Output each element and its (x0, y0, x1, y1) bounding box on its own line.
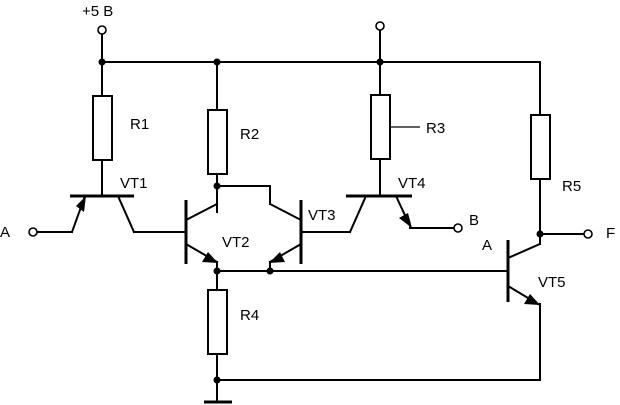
label-vt5: VT5 (538, 274, 566, 291)
ground-rail (204, 379, 541, 404)
label-output-f: F (606, 225, 615, 242)
resistor-r3 (370, 94, 420, 197)
label-r1: R1 (130, 116, 149, 133)
label-r5: R5 (562, 178, 581, 195)
label-r3: R3 (426, 120, 445, 137)
resistor-r2 (207, 109, 228, 213)
supply-label: +5 В (82, 3, 113, 20)
junction-dot (376, 58, 384, 66)
junction-dot (213, 376, 221, 384)
label-r4: R4 (240, 307, 259, 324)
transistor-vt4 (346, 194, 456, 234)
junction-dot (98, 58, 106, 66)
output-f-terminal (583, 229, 593, 239)
supply-terminal (97, 25, 107, 35)
supply-terminal-right (375, 21, 385, 31)
transistor-vt2 (184, 185, 219, 291)
input-a-terminal (28, 227, 38, 237)
supply-rail (101, 29, 541, 116)
label-vt3: VT3 (308, 207, 336, 224)
label-vt1: VT1 (120, 175, 148, 192)
label-r2: R2 (240, 126, 259, 143)
transistor-vt1 (35, 194, 187, 234)
label-vt2: VT2 (222, 234, 250, 251)
input-b-terminal (453, 223, 463, 233)
transistor-vt5 (506, 240, 542, 381)
junction-dot (213, 58, 221, 66)
resistor-r1 (92, 95, 113, 197)
label-vt4: VT4 (398, 175, 426, 192)
collector-link (216, 185, 271, 205)
transistor-vt3 (268, 200, 351, 272)
resistor-r4 (207, 270, 228, 403)
resistor-r5 (530, 114, 551, 245)
label-input-b: B (469, 212, 479, 229)
label-input-a: A (0, 224, 10, 241)
label-vt5-base: A (482, 237, 492, 254)
